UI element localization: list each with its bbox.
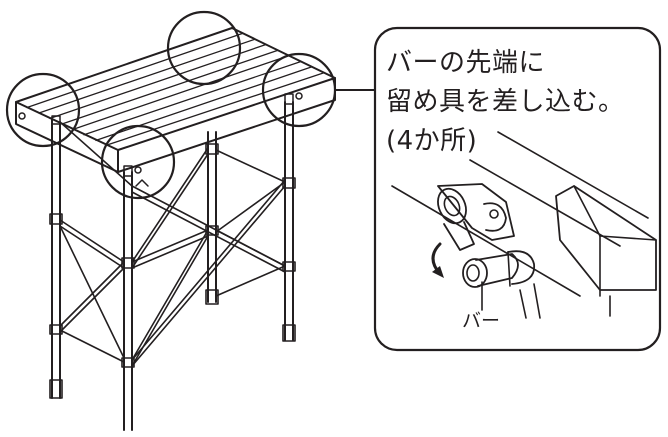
instruction-line-2: 留め具を差し込む。 [386,87,625,117]
bar-label: バー [462,310,501,332]
folding-table [5,10,337,431]
clip-fastener [437,183,515,251]
rotate-arrow-icon [431,242,444,278]
clip-detail [391,131,657,319]
instruction-line-3: (4か所) [386,126,478,156]
callout-box [373,26,662,352]
callout-instruction: バーの先端に 留め具を差し込む。 (4か所) [386,44,625,161]
cross-braces [59,121,286,367]
bar-end [462,250,541,319]
corner-brackets [51,93,294,187]
legs [49,101,296,431]
tabletop [15,27,336,173]
instruction-line-1: バーの先端に [386,48,546,78]
